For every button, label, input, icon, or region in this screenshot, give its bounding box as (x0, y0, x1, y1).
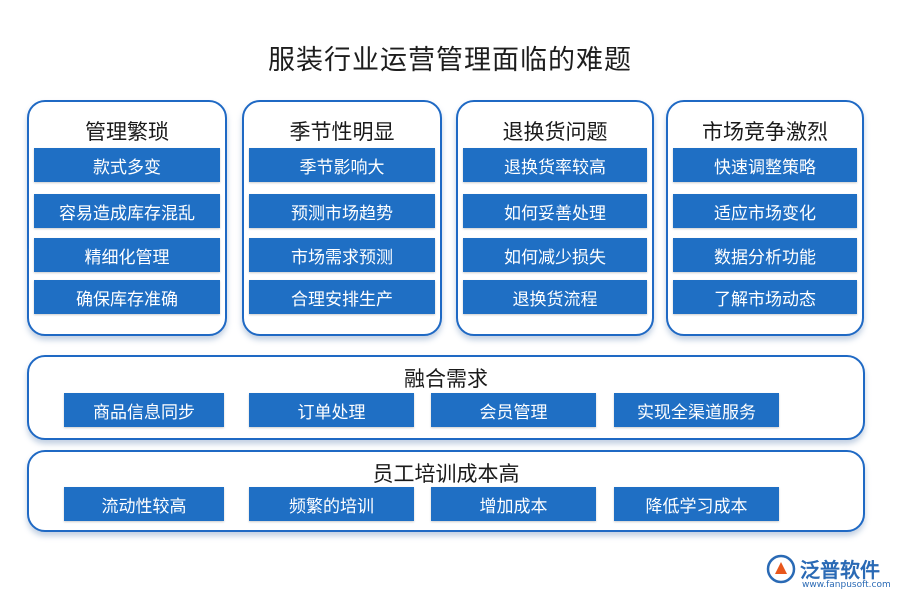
group-item: 快速调整策略 (673, 148, 857, 182)
group-item: 实现全渠道服务 (614, 393, 779, 427)
group-item: 频繁的培训 (249, 487, 414, 521)
group-item: 订单处理 (249, 393, 414, 427)
group-item: 商品信息同步 (64, 393, 224, 427)
group-competition: 市场竞争激烈 快速调整策略 适应市场变化 数据分析功能 了解市场动态 (666, 100, 864, 336)
group-item: 流动性较高 (64, 487, 224, 521)
group-item: 市场需求预测 (249, 238, 435, 272)
group-heading: 市场竞争激烈 (702, 120, 828, 144)
group-heading: 员工培训成本高 (372, 462, 520, 486)
group-item: 季节影响大 (249, 148, 435, 182)
group-item: 预测市场趋势 (249, 194, 435, 228)
group-heading: 管理繁琐 (85, 120, 169, 144)
group-item: 适应市场变化 (673, 194, 857, 228)
group-item: 合理安排生产 (249, 280, 435, 314)
group-seasonality: 季节性明显 季节影响大 预测市场趋势 市场需求预测 合理安排生产 (242, 100, 442, 336)
group-heading: 退换货问题 (502, 120, 608, 144)
group-item: 确保库存准确 (34, 280, 220, 314)
group-item: 精细化管理 (34, 238, 220, 272)
group-management-complexity: 管理繁琐 款式多变 容易造成库存混乱 精细化管理 确保库存准确 (27, 100, 227, 336)
group-item: 如何减少损失 (463, 238, 647, 272)
brand-logo: 泛普软件 www.fanpusoft.com (762, 550, 900, 594)
group-training-cost: 员工培训成本高 流动性较高 频繁的培训 增加成本 降低学习成本 (27, 450, 865, 532)
group-item: 会员管理 (431, 393, 596, 427)
group-item: 如何妥善处理 (463, 194, 647, 228)
group-returns: 退换货问题 退换货率较高 如何妥善处理 如何减少损失 退换货流程 (456, 100, 654, 336)
brand-url: www.fanpusoft.com (802, 580, 891, 590)
group-item: 款式多变 (34, 148, 220, 182)
group-item: 了解市场动态 (673, 280, 857, 314)
brand-name: 泛普软件 (800, 558, 880, 582)
group-item: 容易造成库存混乱 (34, 194, 220, 228)
group-item: 增加成本 (431, 487, 596, 521)
group-item: 数据分析功能 (673, 238, 857, 272)
page-title: 服装行业运营管理面临的难题 (268, 45, 632, 76)
group-item: 退换货率较高 (463, 148, 647, 182)
group-item: 降低学习成本 (614, 487, 779, 521)
brand-logo-icon (766, 554, 796, 584)
group-heading: 季节性明显 (289, 120, 395, 144)
group-heading: 融合需求 (404, 367, 488, 391)
group-integration-needs: 融合需求 商品信息同步 订单处理 会员管理 实现全渠道服务 (27, 355, 865, 440)
group-item: 退换货流程 (463, 280, 647, 314)
